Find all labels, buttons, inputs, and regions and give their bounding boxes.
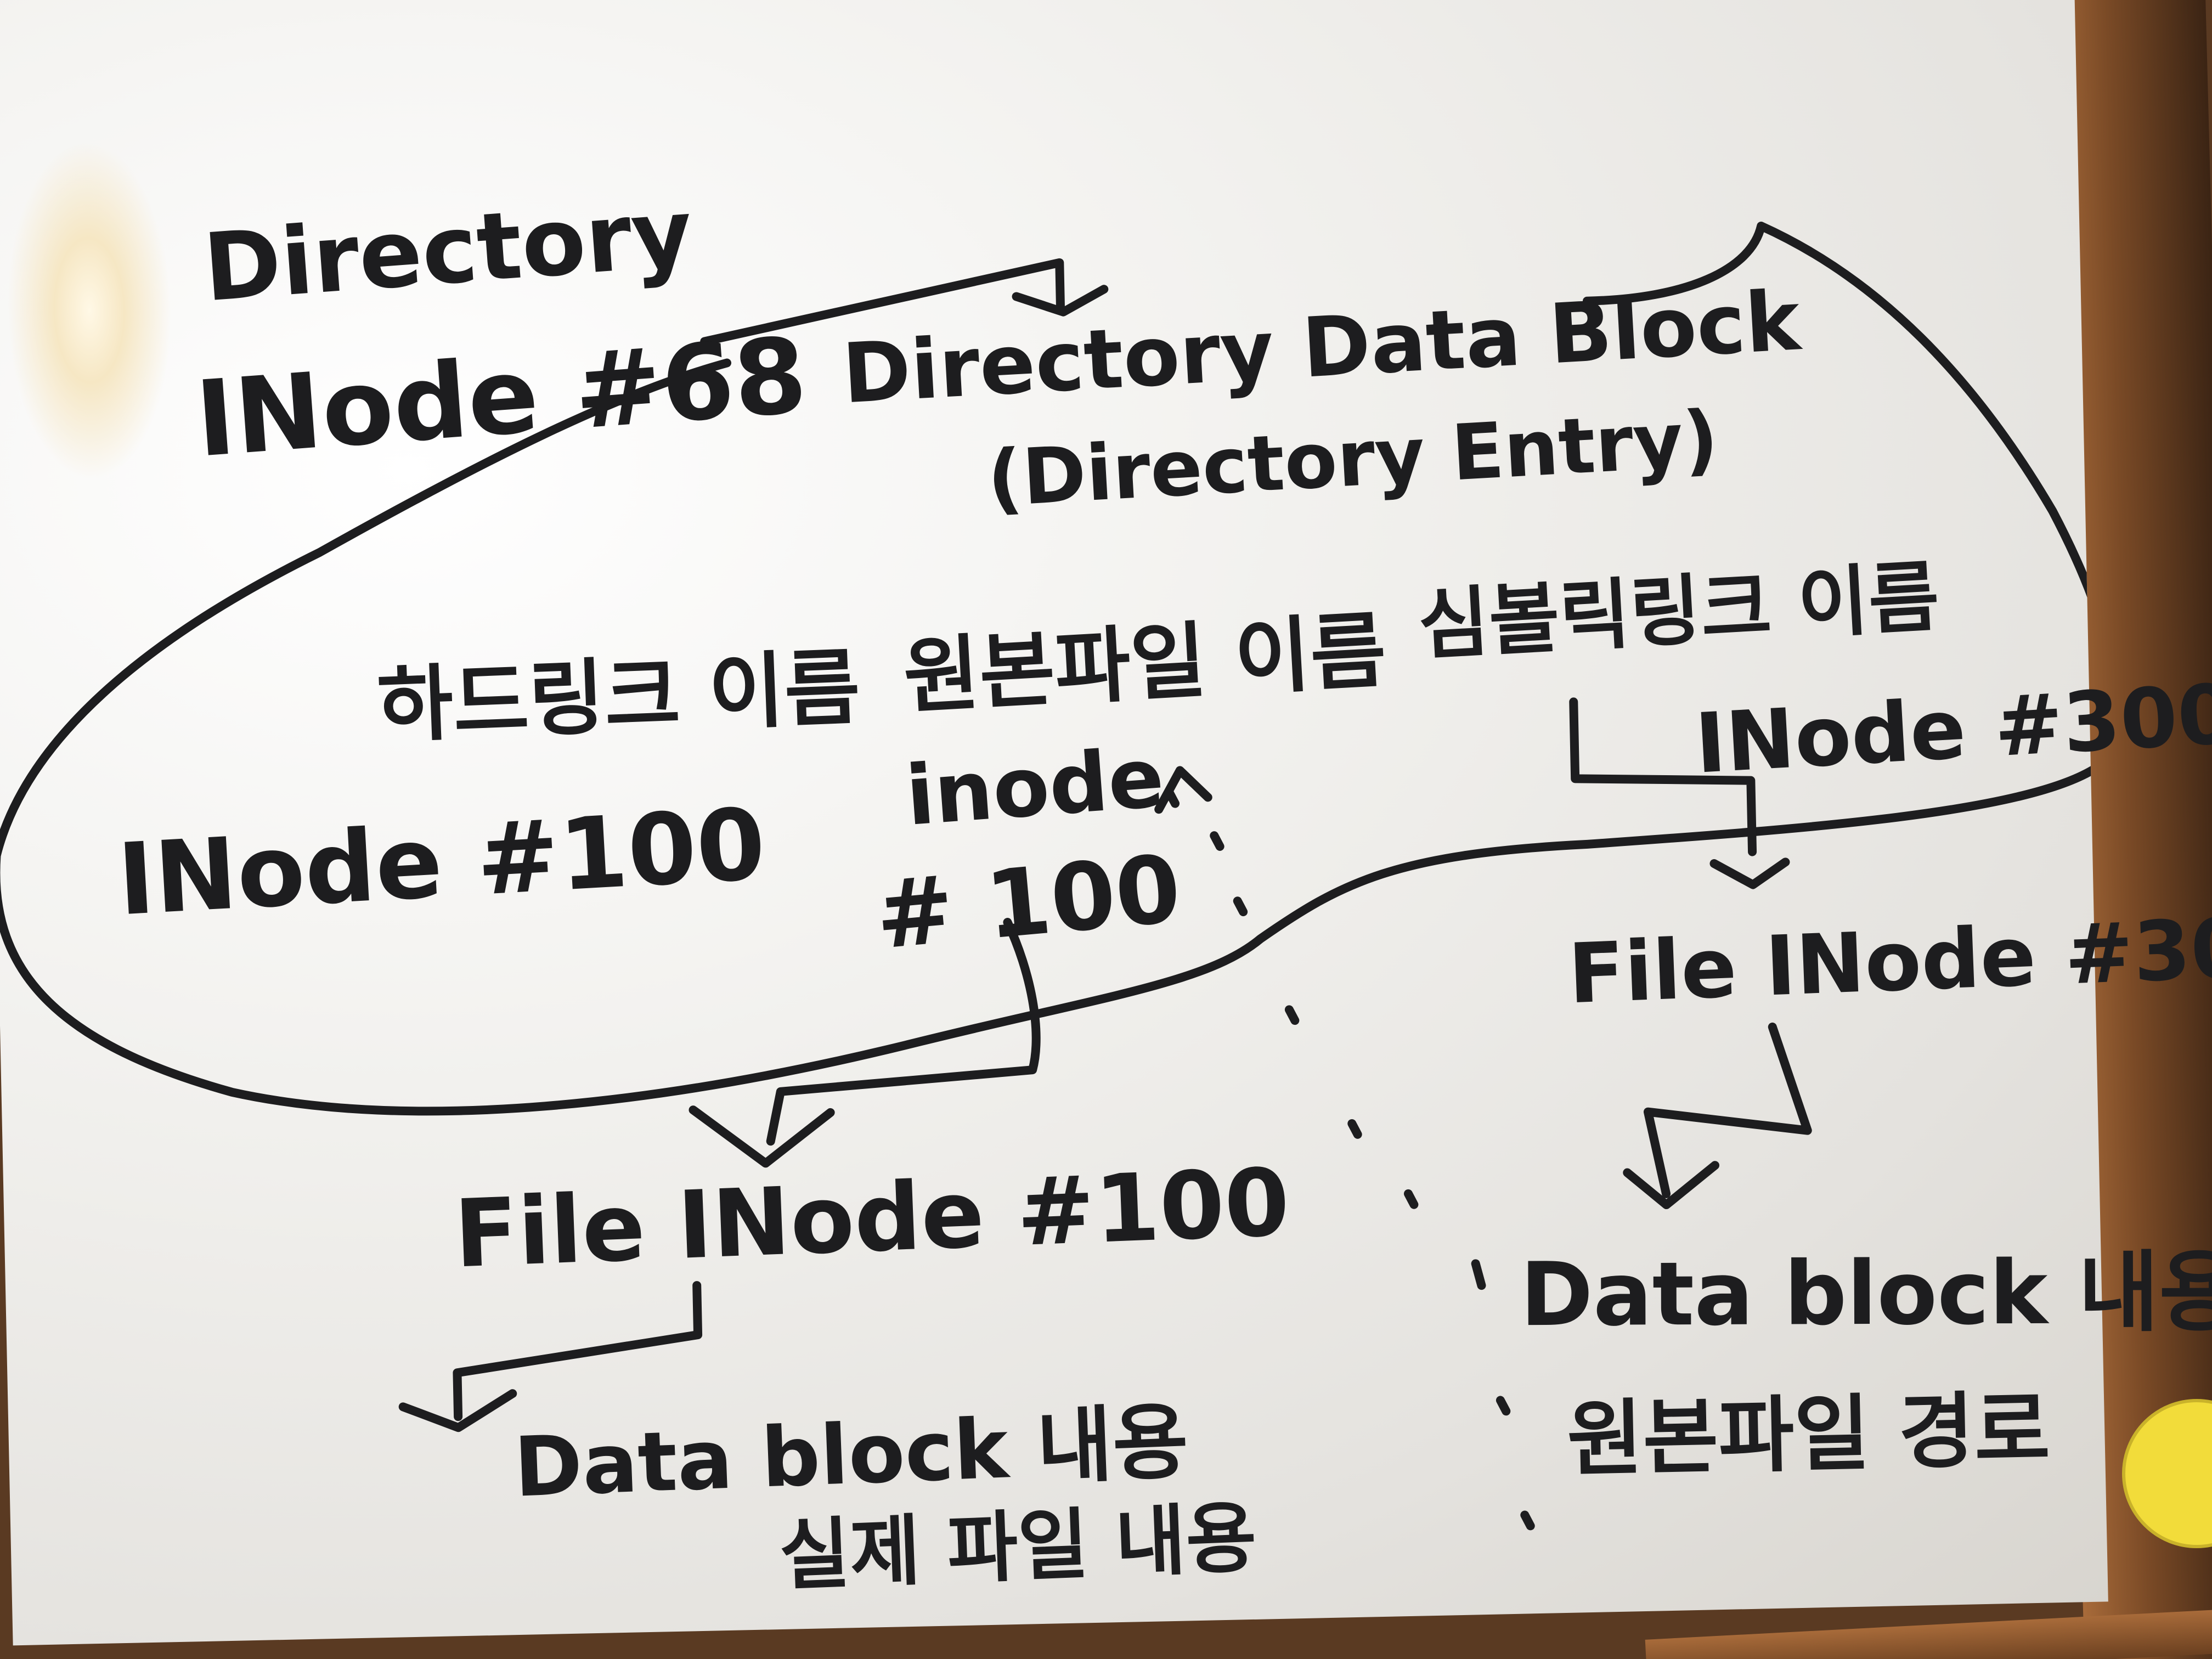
arrow-file100-head <box>693 1107 831 1165</box>
data-block-left-note: 실제 파일 내용 <box>778 1500 1258 1595</box>
dotted-link-dot <box>1238 901 1243 912</box>
data-block-right: Data block 내용 <box>1520 1249 2212 1339</box>
original-inode-word: inode <box>903 737 1166 838</box>
original-file-name: 원본파일 이름 <box>901 610 1388 719</box>
dotted-link-dot <box>1289 1009 1295 1020</box>
dotted-link-dot <box>1352 1124 1357 1135</box>
arrow-file100-to-datablock <box>455 1285 699 1417</box>
original-inode-number: # 100 <box>872 842 1184 963</box>
data-block-left: Data block 내용 <box>512 1401 1189 1509</box>
arrow-file300-to-datablock <box>1646 1026 1809 1194</box>
arrow-file300-head <box>1714 862 1786 885</box>
board-frame-bottom <box>1645 1608 2212 1659</box>
dotted-link-dot <box>1500 1400 1506 1411</box>
hardlink-name: 하드링크 이름 <box>376 647 861 748</box>
arrow-datablock-right-head <box>1627 1165 1716 1205</box>
dotted-link-dot <box>1408 1194 1414 1205</box>
dotted-link-dot <box>1214 836 1220 847</box>
dotted-link-dot <box>1525 1515 1530 1526</box>
dotted-link-dot <box>1476 1263 1482 1285</box>
data-block-right-note: 원본파일 경로 <box>1566 1389 2051 1481</box>
whiteboard: Directory INode #68 Directory Data Block… <box>0 0 2108 1645</box>
